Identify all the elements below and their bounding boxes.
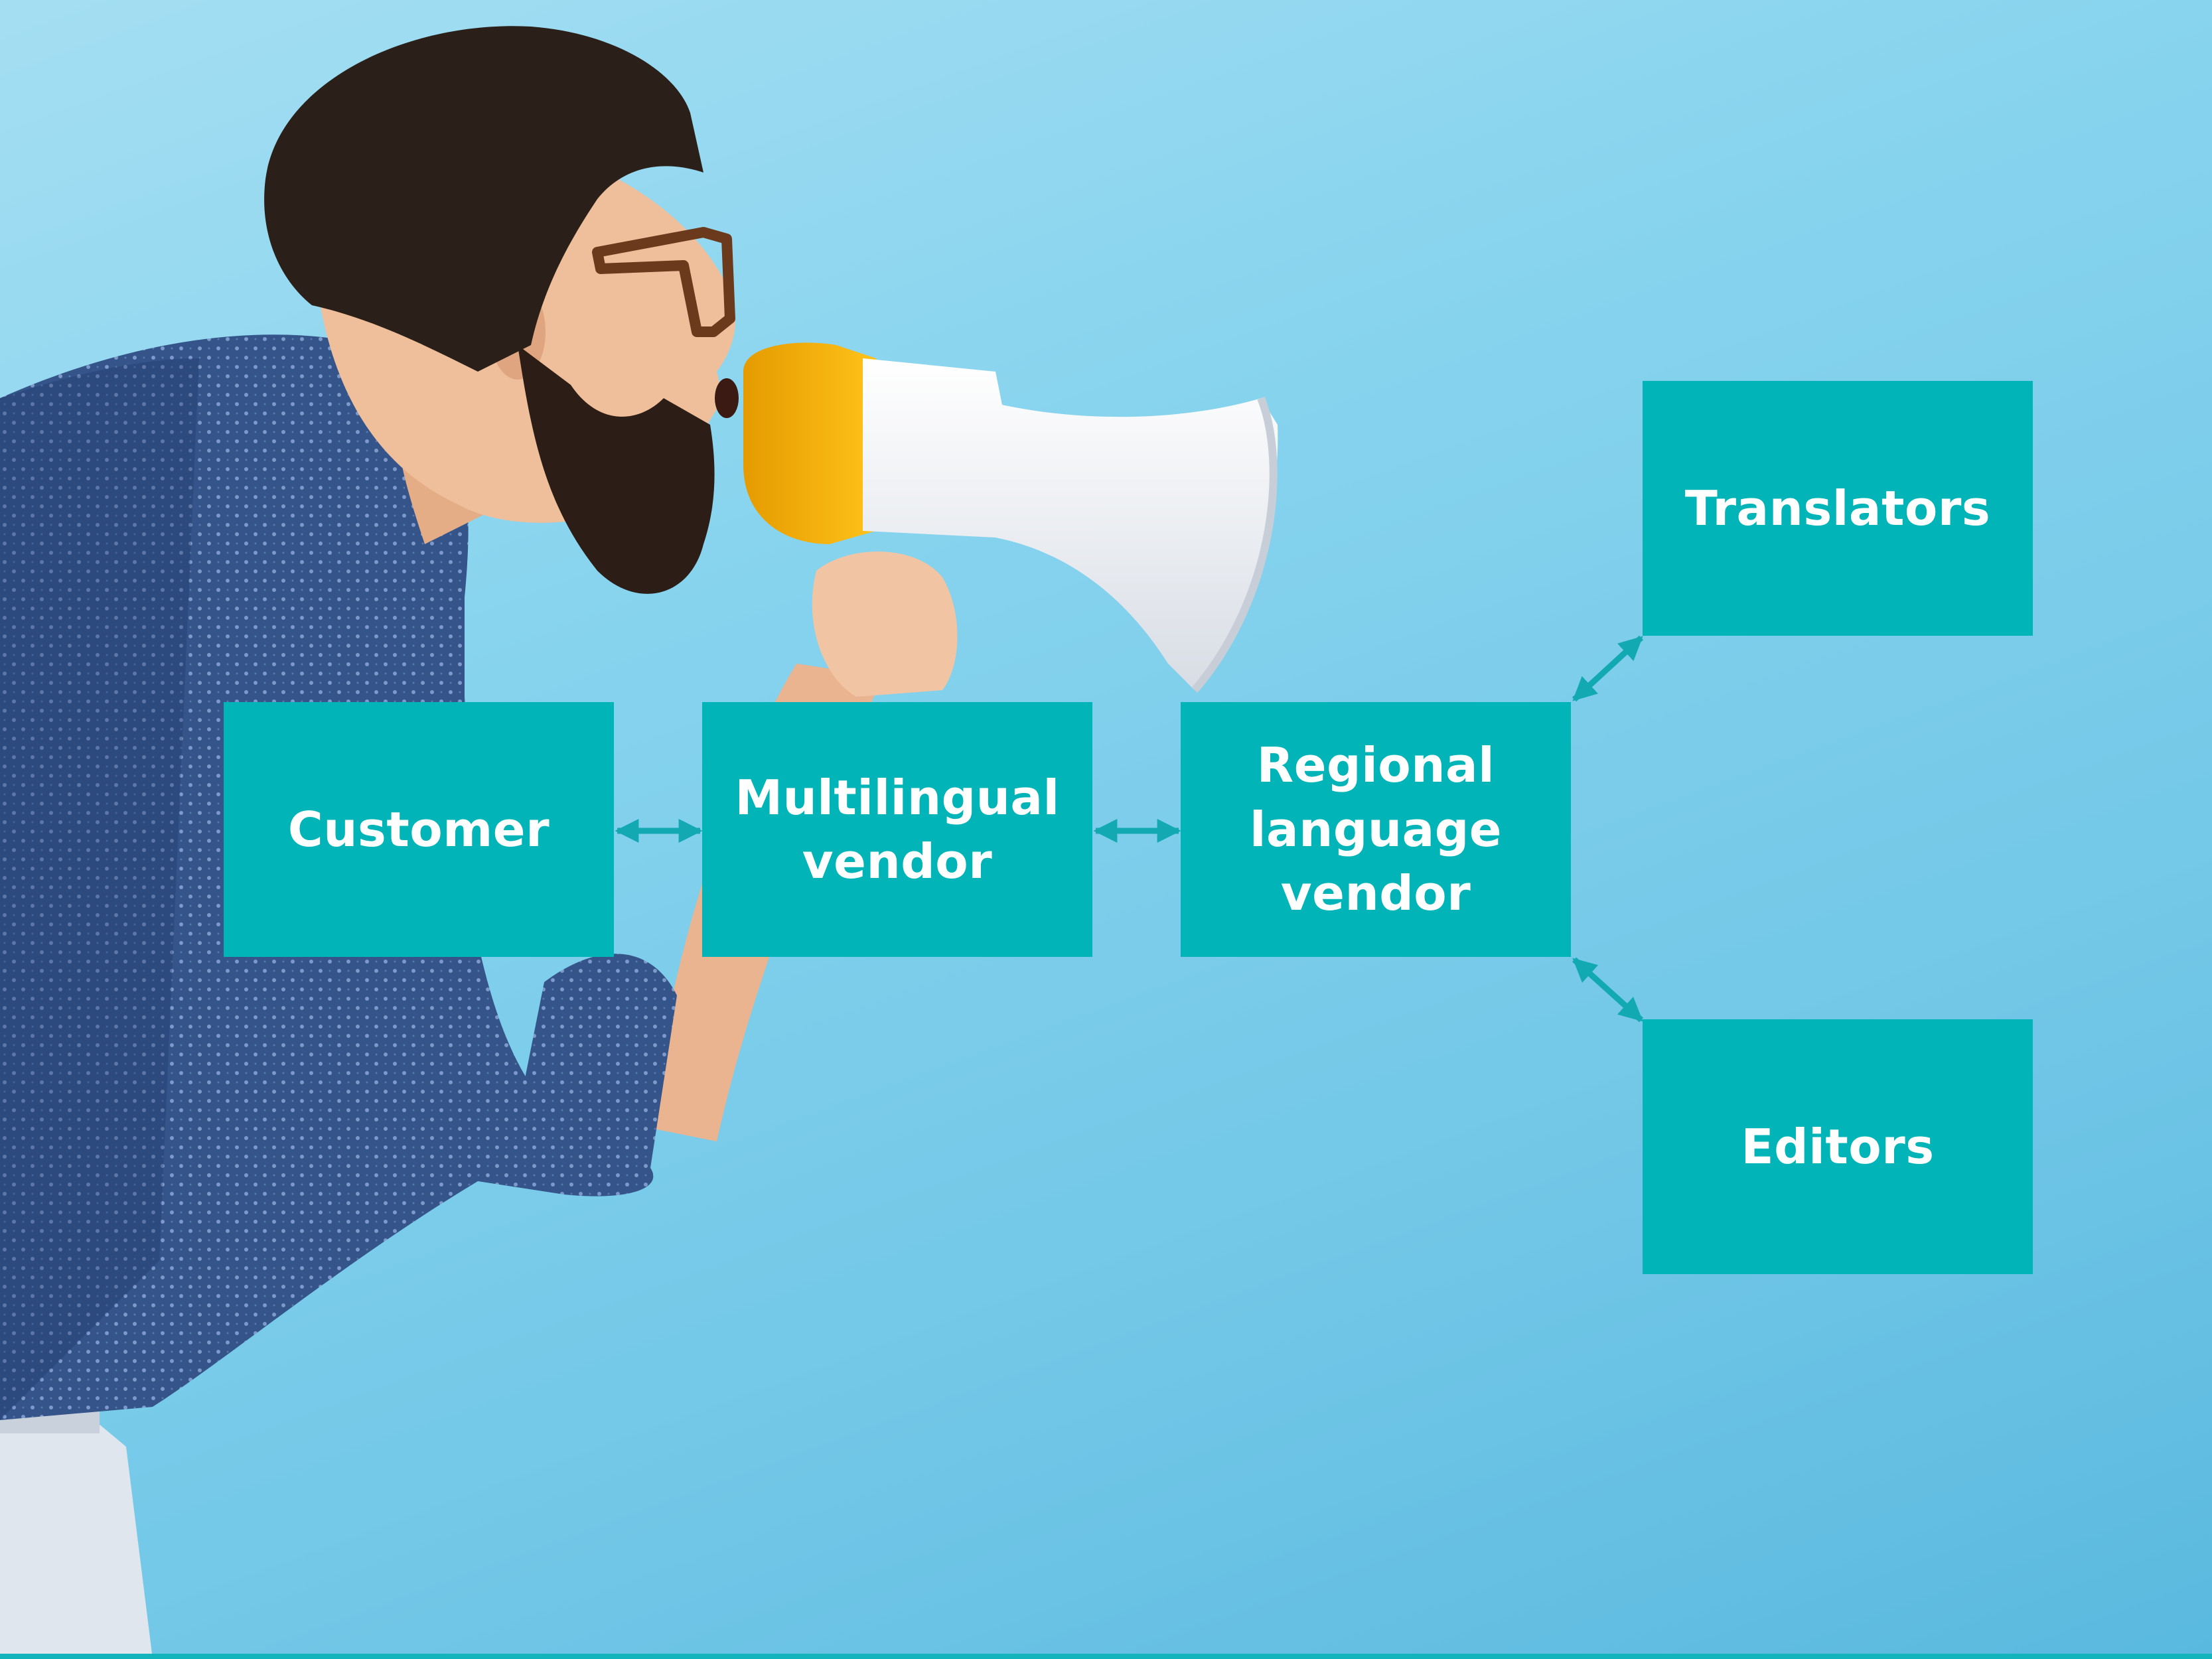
beard-shape: [518, 345, 715, 594]
glasses-icon: [592, 227, 735, 337]
node-regional-language-vendor: Regional language vendor: [1181, 702, 1571, 957]
node-regional-language-vendor-label: Regional language vendor: [1249, 737, 1503, 922]
node-translators-label: Translators: [1684, 480, 1991, 536]
megaphone-body: [863, 358, 1278, 690]
edge-regional-editors: [1572, 957, 1644, 1023]
node-multilingual-vendor: Multilingual vendor: [702, 702, 1092, 957]
node-customer-label: Customer: [287, 801, 550, 857]
node-editors: Editors: [1643, 1019, 2033, 1274]
node-translators: Translators: [1643, 381, 2033, 636]
hand-shape: [812, 551, 958, 697]
hair-shape: [264, 26, 703, 372]
node-customer: Customer: [224, 702, 614, 957]
bottom-divider: [0, 1654, 2212, 1659]
node-multilingual-vendor-label: Multilingual vendor: [735, 769, 1060, 889]
node-editors-label: Editors: [1741, 1118, 1935, 1175]
sleeve-shape: [518, 954, 677, 1172]
megaphone-rim: [743, 342, 876, 544]
edge-regional-translators: [1572, 635, 1644, 702]
jeans-shape: [0, 1413, 153, 1659]
